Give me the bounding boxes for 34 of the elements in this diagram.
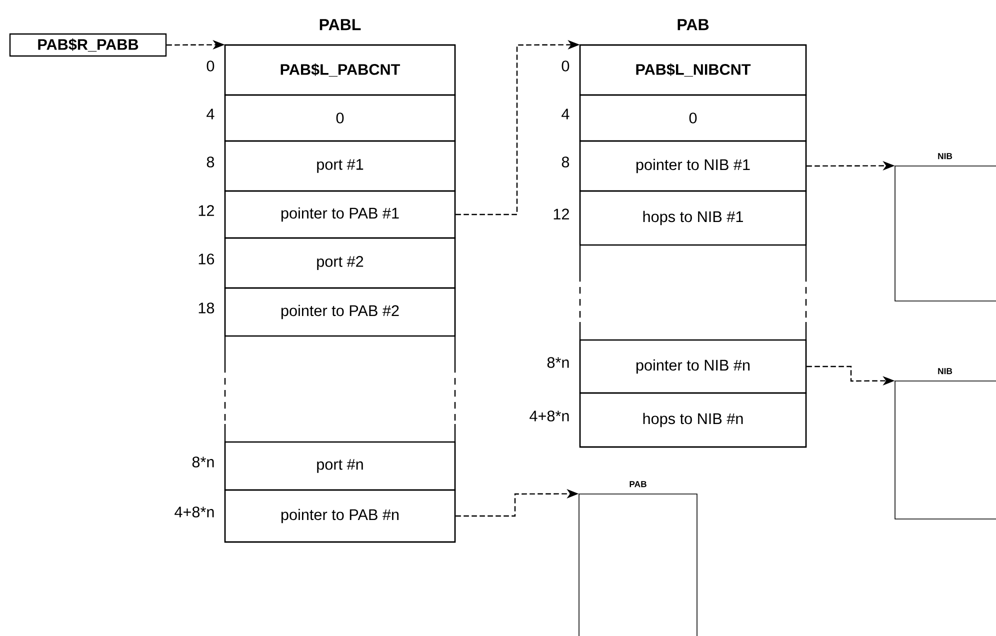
table-cell: PAB$L_NIBCNT <box>579 44 807 96</box>
table-cell: pointer to PAB #2 <box>224 287 456 337</box>
offset-label: 18 <box>198 302 214 314</box>
table-cell: port #1 <box>224 140 456 192</box>
table-cell: pointer to PAB #n <box>224 489 456 543</box>
offset-label: 16 <box>198 254 214 264</box>
offset-label: 4 <box>206 108 214 120</box>
offset-label: 8*n <box>192 456 214 468</box>
name-tag: PAB$R_PABB <box>9 33 167 57</box>
offset-label: 8 <box>562 156 570 168</box>
offset-label: 4+8*n <box>530 410 569 422</box>
offset-label: 4 <box>562 108 570 120</box>
table-cell: PAB$L_PABCNT <box>224 44 456 96</box>
table-cell: port #2 <box>224 237 456 289</box>
table-cell: port #n <box>224 441 456 491</box>
offset-label: 0 <box>562 60 570 72</box>
offset-label: 0 <box>206 60 214 72</box>
table-cell: hops to NIB #n <box>579 392 807 448</box>
table-title: PAB <box>678 19 709 30</box>
offset-label: 12 <box>198 205 214 216</box>
table-cell: 0 <box>579 94 807 142</box>
block-title: PAB <box>630 481 646 488</box>
offset-label: 8 <box>206 156 214 168</box>
table-cell: pointer to PAB #1 <box>224 190 456 239</box>
offset-label: 12 <box>554 208 569 220</box>
block-title: NIB <box>938 368 952 374</box>
block-title: NIB <box>938 153 952 160</box>
table-cell: pointer to NIB #1 <box>579 140 807 192</box>
table-cell: pointer to NIB #n <box>579 339 807 394</box>
table-title: PABL <box>320 19 361 30</box>
offset-label: 8*n <box>547 357 569 368</box>
table-cell: hops to NIB #1 <box>579 190 807 246</box>
table-cell: 0 <box>224 94 456 142</box>
offset-label: 4+8*n <box>174 506 214 518</box>
